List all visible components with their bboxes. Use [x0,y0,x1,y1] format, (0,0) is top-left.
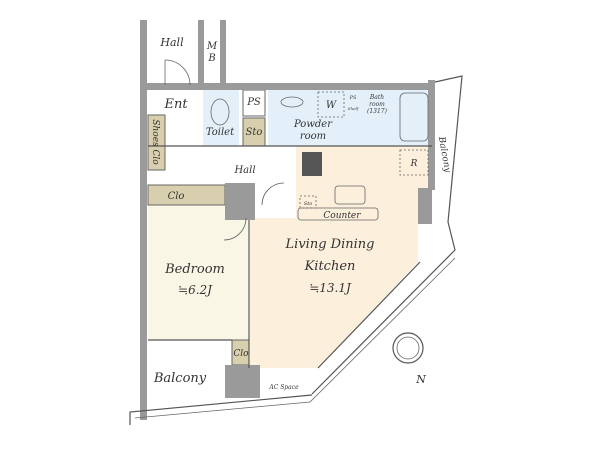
label-shelf: Shelf [348,106,360,111]
label-bath-3: (1317) [367,108,388,115]
stove-icon [302,152,322,176]
label-hall-top: Hall [159,36,184,49]
kitchen-sink-icon [334,185,366,205]
label-mb-m: M [206,41,218,52]
label-balcony: Balcony [153,371,207,386]
kitchen-sto-box [299,195,317,209]
wall-corridor-a [198,20,204,86]
wall-top [140,83,435,90]
wall-block-right [418,188,432,224]
label-ldk-2: Kitchen [304,259,356,274]
closet-top [147,184,226,206]
door-arc [223,217,247,241]
label-ldk-1: Living Dining [285,237,375,252]
label-toilet: Toilet [206,127,235,138]
label-balcony-right: Balcony [436,135,452,174]
label-kitchen-sto: Sto [304,201,312,207]
label-clo-top: Clo [168,191,185,202]
label-clo-small: Clo [233,349,249,359]
wall-block-bottom [225,365,260,398]
refrigerator-space [399,149,429,176]
label-powder-room-2: room [300,131,326,142]
label-ldk-area: ≒13.1J [309,281,352,295]
compass-label: N [415,373,426,386]
label-washer: W [326,100,337,111]
wall-block-mid [225,183,255,220]
washer-area [317,91,345,118]
balcony-inner [134,257,456,419]
bedroom-floor [148,205,248,340]
toilet-bowl-icon [210,98,230,126]
compass-icon: N [392,330,426,386]
wall-corridor-b [220,20,226,86]
label-ps: PS [246,97,261,108]
ldk-floor [250,145,432,368]
label-bath-1: Bath [369,94,384,101]
sink-icon [280,96,304,108]
label-mb-b: B [207,53,215,64]
label-bath-2: room [369,101,385,108]
wall-left [140,20,147,420]
label-ps-small: PS [349,95,357,101]
balcony-bottom-outline [129,394,313,425]
balcony-right-outline [311,75,463,395]
label-bedroom: Bedroom [164,262,225,277]
label-bedroom-area: ≒6.2J [178,283,213,297]
label-hall: Hall [233,165,255,176]
label-sto: Sto [246,127,263,138]
door-arc [164,59,191,86]
label-counter: Counter [323,211,361,221]
counter-outline [297,207,379,221]
wall-right [428,80,435,190]
label-ac-space: AC Space [268,384,299,391]
window-diagonal [317,261,421,369]
door-arc [261,182,285,206]
label-powder-room-1: Powder [293,119,333,130]
label-refrigerator: R [410,159,418,169]
label-entrance: Ent [163,97,188,112]
bath-floor [360,90,432,146]
label-shoes-clo: Shoes Clo [150,119,160,165]
bathtub-icon [399,92,429,142]
shoes-closet [147,114,166,171]
